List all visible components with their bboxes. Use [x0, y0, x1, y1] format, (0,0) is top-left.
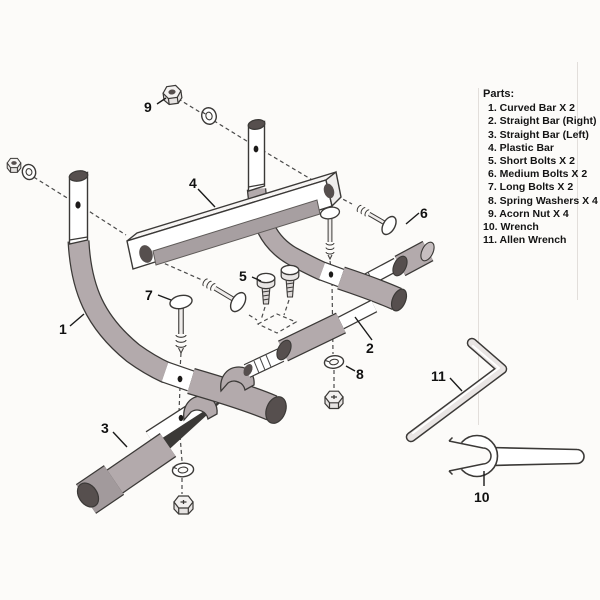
straight-bar-right: [243, 299, 378, 378]
long-bolt: [169, 294, 193, 355]
bolt-hole: [75, 201, 81, 209]
hex-nut: [173, 495, 194, 515]
parts-list-item: 9. Acorn Nut X 4: [488, 207, 569, 220]
part-label-6: 6: [420, 205, 428, 221]
bolt-hole: [253, 145, 259, 153]
part-label-5: 5: [239, 268, 247, 284]
nuts: [6, 84, 344, 515]
short-bolt: [256, 272, 276, 305]
acorn-nut: [162, 84, 183, 106]
short-bolt: [280, 264, 300, 298]
bolt-hole: [139, 245, 153, 263]
part-label-11: 11: [431, 368, 446, 384]
part-label-4: 4: [189, 175, 197, 191]
part-label-2: 2: [366, 340, 374, 356]
parts-list-item: 8. Spring Washers X 4: [488, 194, 598, 207]
label-leader-lines: [69, 97, 485, 486]
straight-bar-left: [75, 389, 222, 514]
spring-washers: [21, 107, 345, 478]
open-end-wrench: [448, 434, 585, 478]
bolt-hole: [328, 271, 334, 278]
bolt-hole: [177, 375, 183, 383]
spring-washer: [171, 462, 195, 478]
parts-list-item: 7. Long Bolts X 2: [488, 181, 574, 194]
part-label-8: 8: [356, 366, 364, 382]
part-label-3: 3: [101, 420, 109, 436]
spring-washer: [323, 355, 345, 369]
spring-washer: [21, 163, 37, 181]
part-label-7: 7: [145, 287, 153, 303]
part-label-9: 9: [144, 99, 152, 115]
long-bolt: [202, 278, 247, 313]
parts-list: Parts: 1. Curved Bar X 2 2. Straight Bar…: [483, 88, 599, 247]
parts-list-item: 4. Plastic Bar: [488, 141, 554, 154]
parts-list-item: 1. Curved Bar X 2: [488, 102, 575, 115]
spring-washer: [201, 107, 217, 125]
acorn-nut: [6, 157, 22, 173]
parts-list-item: 10. Wrench: [483, 221, 539, 234]
part-number-labels: 9 4 6 5 7 1 2 8 3 11 10: [59, 99, 490, 505]
scan-artifact-lines: [478, 62, 578, 425]
bolt-hole: [178, 414, 184, 422]
plastic-bar: [126, 170, 342, 270]
bolts: [169, 204, 397, 355]
parts-list-item: 5. Short Bolts X 2: [488, 155, 575, 168]
parts-list-item: 6. Medium Bolts X 2: [488, 168, 588, 181]
parts-list-item: 11. Allen Wrench: [483, 234, 567, 247]
curved-bar-2-grip: [318, 261, 408, 312]
parts-list-item: 3. Straight Bar (Left): [488, 128, 589, 141]
allen-wrench: [405, 337, 508, 443]
saddle-bracket-left: [183, 395, 218, 422]
medium-bolt: [319, 206, 341, 261]
medium-bolt: [356, 204, 397, 236]
bolt-hole: [323, 183, 335, 199]
part-label-1: 1: [59, 321, 67, 337]
curved-bar-1: [67, 170, 172, 384]
part-label-10: 10: [474, 489, 490, 505]
hex-nut: [324, 390, 344, 410]
parts-list-item: 2. Straight Bar (Right): [488, 115, 597, 128]
curved-bar-1-grip: [161, 361, 287, 424]
parts-list-title: Parts:: [483, 88, 515, 100]
straight-bar-right-far-grip: [392, 240, 435, 277]
